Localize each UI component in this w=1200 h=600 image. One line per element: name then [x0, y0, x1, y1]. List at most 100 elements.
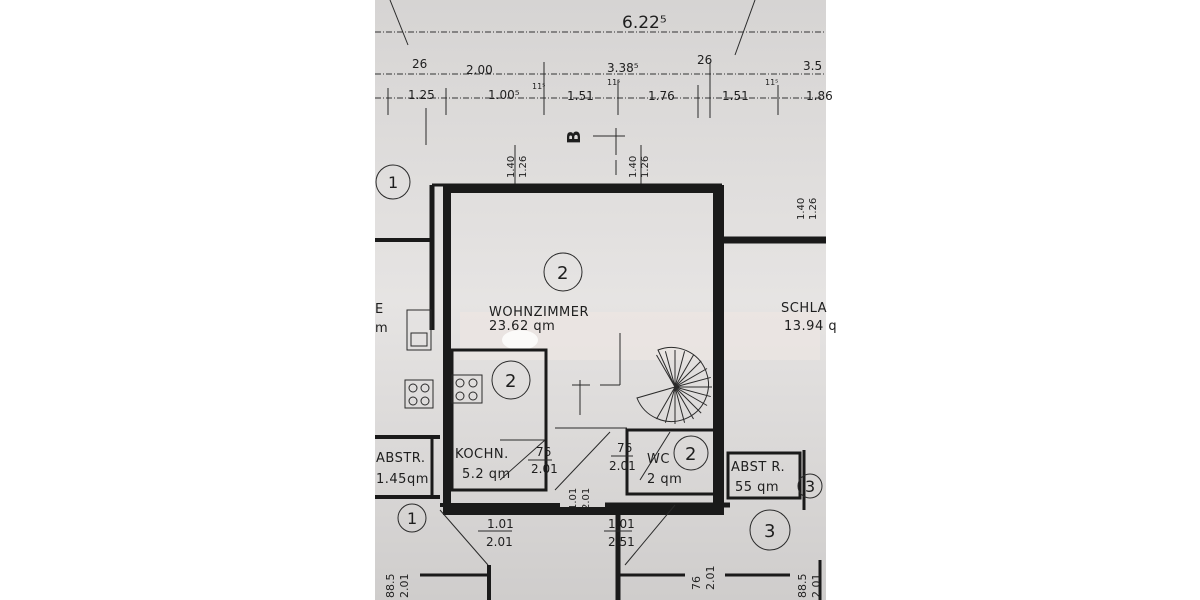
- dim-c: 1.51: [567, 89, 594, 103]
- room-area: 23.62 qm: [489, 319, 555, 334]
- door-dim-lower-middle: 1.01 2.51: [604, 517, 635, 549]
- dim-far-right: 3.5: [803, 59, 822, 73]
- room-number: 3: [764, 521, 775, 542]
- door-dim-bottom-right: 88.5 2.01: [796, 574, 823, 599]
- svg-text:2.01: 2.01: [398, 574, 411, 599]
- door-dim-lower-left: 1.01 2.01: [478, 517, 514, 549]
- dim-right-wall: 26: [697, 53, 712, 67]
- stair-tread: [674, 376, 711, 388]
- left-room: 1 E m: [375, 164, 411, 336]
- stair-tread: [664, 386, 676, 423]
- svg-text:2.01: 2.01: [581, 488, 592, 510]
- kitchen-stove-icon: [451, 374, 483, 404]
- wc-room: 2 WC 2 qm: [647, 435, 709, 487]
- stair-tread: [674, 351, 686, 388]
- door-swings: [439, 427, 676, 566]
- window-dim-3: 1.40 1.26: [796, 198, 819, 220]
- room-area: 55 qm: [735, 480, 779, 495]
- abstr-left-room: 1 ABSTR. 1.45qm: [376, 451, 429, 533]
- abstr-right-room: 3 ABST R. 55 qm: [731, 460, 823, 499]
- glare: [502, 330, 538, 350]
- stair-tread: [674, 386, 708, 406]
- room-area-fragment: m: [375, 321, 388, 336]
- room-name: ABST R.: [731, 460, 785, 475]
- svg-text:1.40: 1.40: [628, 156, 639, 178]
- room-name: WOHNZIMMER: [489, 305, 589, 320]
- stair-tread: [674, 360, 702, 388]
- dim-left: 2.00: [466, 63, 493, 77]
- stair-tread: [674, 386, 711, 398]
- kochn-room: 2 KOCHN. 5.2 qm: [455, 360, 531, 482]
- dim-b: 1.00⁵: [488, 88, 520, 102]
- dim-a: 1.25: [408, 88, 435, 102]
- svg-text:2.01: 2.01: [486, 535, 513, 549]
- room-area: 2 qm: [647, 472, 682, 487]
- stair-tread: [674, 354, 694, 388]
- stair-tread: [674, 386, 702, 414]
- stair-tread: [674, 386, 686, 423]
- svg-text:1.01: 1.01: [608, 517, 635, 531]
- stair-tread: [656, 354, 676, 388]
- room-number: 1: [407, 509, 417, 528]
- svg-text:1.26: 1.26: [808, 198, 819, 220]
- door-dim-hall: 1.01 2.01: [568, 488, 592, 510]
- room-name: ABSTR.: [376, 451, 425, 466]
- dim-middle: 3.38⁵: [607, 61, 639, 75]
- svg-text:1.01: 1.01: [487, 517, 514, 531]
- dim-f: 1.86: [806, 89, 833, 103]
- svg-text:1.01: 1.01: [568, 488, 579, 510]
- svg-text:88.5: 88.5: [384, 574, 397, 599]
- schlaf-room: SCHLA 13.94 q: [781, 301, 837, 334]
- dimension-lines: [375, 0, 826, 145]
- room-name: SCHLA: [781, 301, 827, 316]
- door-dim-bottom-middle: 76 2.01: [690, 566, 717, 591]
- dim-sub1: 11⁵: [532, 82, 545, 91]
- room-name: WC: [647, 452, 670, 467]
- room-number: 2: [557, 263, 568, 284]
- left-stove-icon: [404, 379, 434, 409]
- door-dim-wc: 76 2.01: [609, 441, 636, 473]
- room-area: 5.2 qm: [462, 467, 511, 482]
- dim-e: 1.51: [722, 89, 749, 103]
- spiral-staircase-icon: [636, 346, 712, 424]
- dim-left-wall: 26: [412, 57, 427, 71]
- door-dim-bottom-left: 88.5 2.01: [384, 574, 411, 599]
- room-number: 2: [505, 371, 516, 392]
- window-dim-1: 1.40 1.26: [506, 145, 529, 186]
- stair-tread: [664, 351, 676, 388]
- svg-text:76: 76: [536, 445, 551, 459]
- lower-right-room: 3: [749, 509, 791, 551]
- svg-text:1.40: 1.40: [506, 156, 517, 178]
- dim-d: 1.76: [648, 89, 675, 103]
- room-area: 13.94 q: [784, 319, 837, 334]
- wohnzimmer-room: 2 WOHNZIMMER 23.62 qm: [489, 252, 589, 334]
- overall-dimension: 6.22⁵: [622, 13, 667, 33]
- walls: [375, 183, 826, 600]
- svg-text:2.01: 2.01: [531, 462, 558, 476]
- svg-text:2.01: 2.01: [810, 574, 823, 599]
- svg-text:2.51: 2.51: [608, 535, 635, 549]
- svg-text:2.01: 2.01: [609, 459, 636, 473]
- section-marker-line: [593, 128, 625, 175]
- svg-text:1.26: 1.26: [640, 156, 651, 178]
- dim-sub3: 11⁵: [765, 78, 778, 87]
- room-number: 1: [388, 173, 398, 192]
- room-area: 1.45qm: [376, 472, 429, 487]
- section-marker-label: B: [564, 130, 585, 144]
- svg-text:88.5: 88.5: [796, 574, 809, 599]
- svg-text:76: 76: [690, 576, 703, 590]
- svg-text:2.01: 2.01: [704, 566, 717, 591]
- room-name: KOCHN.: [455, 447, 509, 462]
- room-number: 3: [805, 477, 815, 496]
- svg-text:1.40: 1.40: [796, 198, 807, 220]
- window-dim-2: 1.40 1.26: [628, 145, 651, 186]
- stair-tread: [674, 386, 694, 420]
- room-name-fragment: E: [375, 302, 384, 317]
- svg-text:76: 76: [617, 441, 632, 455]
- door-dim-kochn: 76 2.01: [528, 445, 558, 476]
- svg-text:1.26: 1.26: [518, 156, 529, 178]
- cross-marker: [572, 333, 621, 415]
- sink-icon: [406, 309, 432, 351]
- dim-sub2: 11⁵: [607, 78, 620, 87]
